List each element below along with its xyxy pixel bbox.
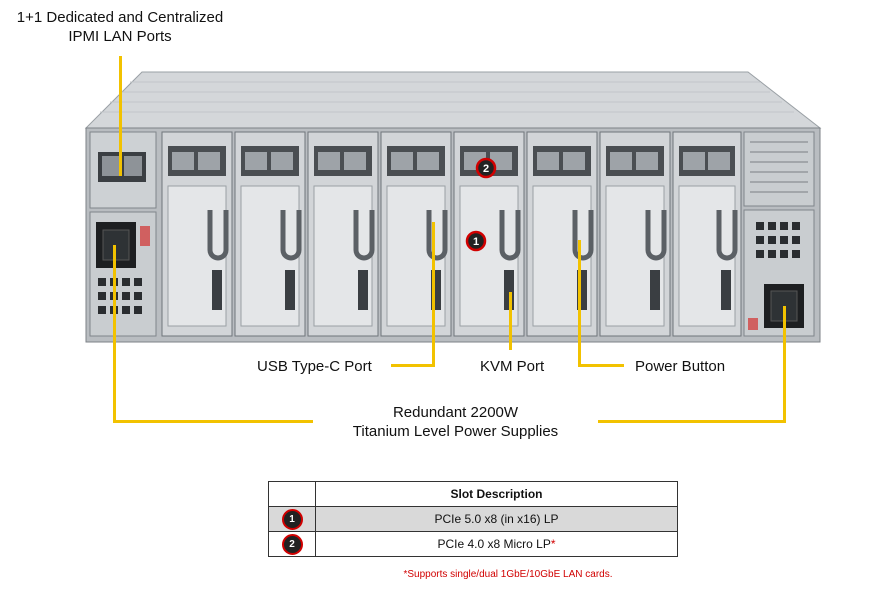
callout-kvm: KVM Port xyxy=(480,358,545,375)
footnote: *Supports single/dual 1GbE/10GbE LAN car… xyxy=(403,569,613,580)
callout-power-button: Power Button xyxy=(635,358,726,375)
node-sled xyxy=(526,131,598,337)
marker-2: 2 xyxy=(475,157,497,179)
callout-ipmi-line2: IPMI LAN Ports xyxy=(68,28,172,45)
marker-1: 1 xyxy=(465,230,487,252)
slot-asterisk: * xyxy=(550,537,556,551)
psu-left xyxy=(89,211,157,337)
callout-psu-line1: Redundant 2200W xyxy=(392,404,519,421)
leader-power-vertical xyxy=(578,240,581,367)
table-row: 1 PCIe 5.0 x8 (in x16) LP xyxy=(268,506,678,532)
leader-psu-right-vertical xyxy=(783,306,786,422)
leader-kvm-vertical xyxy=(509,292,512,350)
callout-ipmi-line1: 1+1 Dedicated and Centralized xyxy=(16,9,224,26)
callout-ipmi: 1+1 Dedicated and Centralized IPMI LAN P… xyxy=(0,8,240,46)
node-sled xyxy=(161,131,233,337)
leader-ipmi-vertical xyxy=(119,56,122,176)
slot-description: PCIe 4.0 x8 Micro LP xyxy=(437,537,551,551)
leader-psu-right-horizontal xyxy=(598,420,786,423)
node-sled xyxy=(307,131,379,337)
callout-usb: USB Type-C Port xyxy=(257,358,372,375)
node-sled xyxy=(234,131,306,337)
callout-psu-line2: Titanium Level Power Supplies xyxy=(352,423,559,440)
callout-psu: Redundant 2200W Titanium Level Power Sup… xyxy=(313,403,598,441)
leader-psu-left-vertical xyxy=(113,245,116,422)
node-sled xyxy=(599,131,671,337)
leader-psu-left-horizontal xyxy=(113,420,313,423)
server-chassis-rear: 1 2 xyxy=(84,71,822,343)
slot-description-table: Slot Description 1 PCIe 5.0 x8 (in x16) … xyxy=(268,481,678,557)
marker-1-label: 1 xyxy=(473,236,479,248)
leader-usb-vertical xyxy=(432,222,435,367)
table-header-empty xyxy=(268,481,316,507)
slot-badge: 1 xyxy=(281,508,303,530)
ipmi-lan-module xyxy=(89,131,157,209)
slot-badge: 2 xyxy=(281,533,303,555)
table-header-row: Slot Description xyxy=(268,481,678,507)
slot-description: PCIe 5.0 x8 (in x16) LP xyxy=(434,512,559,526)
node-sleds xyxy=(161,131,742,337)
psu-right xyxy=(743,131,815,337)
marker-2-label: 2 xyxy=(483,163,489,175)
leader-usb-horizontal xyxy=(391,364,435,367)
node-sled xyxy=(380,131,452,337)
table-header-title: Slot Description xyxy=(315,481,678,507)
table-row: 2 PCIe 4.0 x8 Micro LP* xyxy=(268,531,678,557)
leader-power-horizontal xyxy=(578,364,624,367)
node-sled xyxy=(672,131,742,337)
